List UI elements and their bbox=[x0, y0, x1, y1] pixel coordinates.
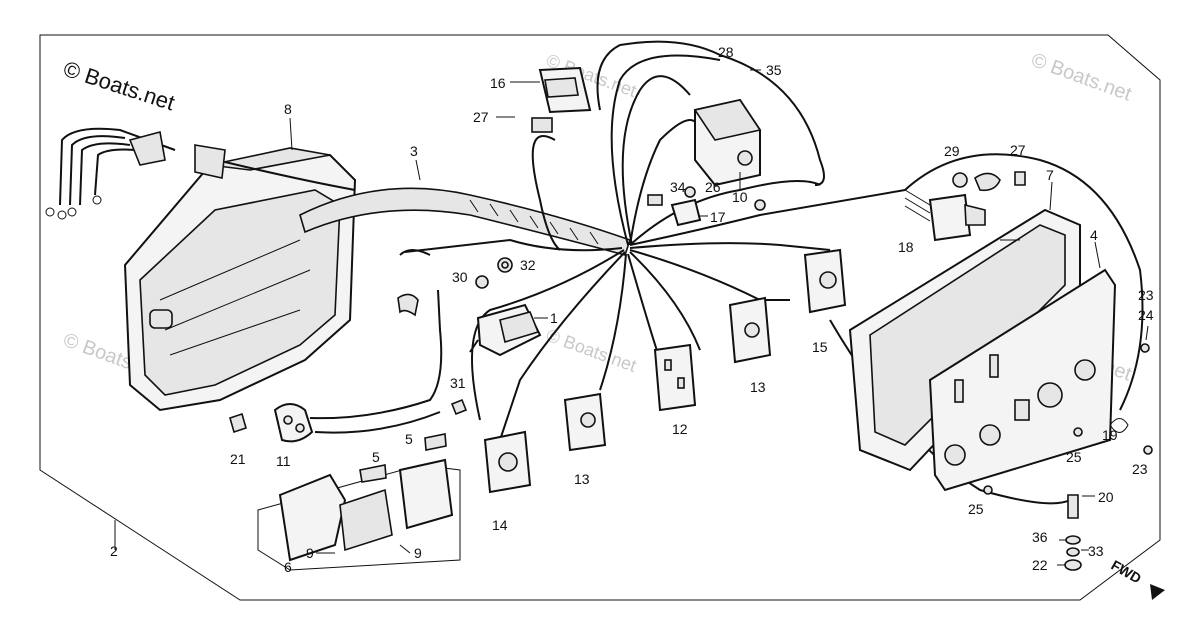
small-parts-top bbox=[647, 186, 766, 227]
callout-29: 29 bbox=[944, 143, 960, 159]
small-parts-mid bbox=[229, 257, 513, 434]
bottom-left-parts bbox=[257, 433, 461, 571]
callout-17: 17 bbox=[710, 209, 726, 225]
right-fasteners bbox=[983, 343, 1153, 571]
callout-12: 12 bbox=[672, 421, 688, 437]
callout-9a: 9 bbox=[306, 545, 314, 561]
part-14-switch bbox=[483, 430, 532, 494]
callout-9b: 9 bbox=[414, 545, 422, 561]
callout-25a: 25 bbox=[1066, 449, 1082, 465]
watermark: © Boats.net bbox=[1028, 49, 1134, 106]
callout-27b: 27 bbox=[1010, 142, 1026, 158]
top-right-parts bbox=[904, 171, 1026, 242]
part-8-housing bbox=[123, 147, 357, 412]
leader-lines bbox=[114, 69, 1149, 566]
part-13-switch-b bbox=[563, 392, 607, 452]
callout-32: 32 bbox=[520, 257, 536, 273]
callout-16: 16 bbox=[490, 75, 506, 91]
part-4-panel bbox=[928, 268, 1117, 492]
part-13-switch-a bbox=[728, 296, 772, 364]
callout-18: 18 bbox=[898, 239, 914, 255]
callout-13a: 13 bbox=[750, 379, 766, 395]
watermark: © Boats.net bbox=[544, 325, 639, 376]
callout-5a: 5 bbox=[405, 431, 413, 447]
callout-19: 19 bbox=[1102, 427, 1118, 443]
callouts: 1 2 3 4 5 5 6 7 8 9 9 10 11 12 13 13 14 … bbox=[110, 44, 1154, 575]
diagram-frame bbox=[39, 34, 1161, 601]
copyright-text: © Boats.net bbox=[60, 56, 177, 115]
callout-20: 20 bbox=[1098, 489, 1114, 505]
callout-2: 2 bbox=[110, 543, 118, 559]
callout-15: 15 bbox=[812, 339, 828, 355]
callout-6: 6 bbox=[284, 559, 292, 575]
callout-10: 10 bbox=[732, 189, 748, 205]
callout-26: 26 bbox=[705, 179, 721, 195]
callout-30: 30 bbox=[452, 269, 468, 285]
callout-27a: 27 bbox=[473, 109, 489, 125]
callout-33: 33 bbox=[1088, 543, 1104, 559]
callout-25b: 25 bbox=[968, 501, 984, 517]
part-15-switch bbox=[803, 248, 847, 314]
callout-22: 22 bbox=[1032, 557, 1048, 573]
part-1-relay bbox=[469, 303, 542, 357]
callout-8: 8 bbox=[284, 101, 292, 117]
callout-28: 28 bbox=[718, 44, 734, 60]
part-12-outlet bbox=[653, 343, 697, 412]
part-16-connector bbox=[531, 66, 592, 133]
part-11-grommet bbox=[273, 249, 443, 443]
callout-7: 7 bbox=[1046, 167, 1054, 183]
housing-wires bbox=[45, 127, 356, 220]
callout-13b: 13 bbox=[574, 471, 590, 487]
callout-23b: 23 bbox=[1132, 461, 1148, 477]
fwd-label: FWD bbox=[1109, 557, 1145, 587]
callout-1: 1 bbox=[550, 310, 558, 326]
callout-36: 36 bbox=[1032, 529, 1048, 545]
callout-3: 3 bbox=[410, 143, 418, 159]
callout-4: 4 bbox=[1090, 227, 1098, 243]
callout-21: 21 bbox=[230, 451, 246, 467]
callout-11: 11 bbox=[276, 453, 291, 469]
callout-24: 24 bbox=[1138, 307, 1154, 323]
callout-31: 31 bbox=[450, 375, 466, 391]
callout-35: 35 bbox=[766, 62, 782, 78]
callout-23a: 23 bbox=[1138, 287, 1154, 303]
callout-34: 34 bbox=[670, 179, 686, 195]
callout-5b: 5 bbox=[372, 449, 380, 465]
callout-14: 14 bbox=[492, 517, 508, 533]
part-10-breaker bbox=[693, 98, 762, 187]
fwd-arrow: FWD bbox=[1109, 557, 1165, 600]
